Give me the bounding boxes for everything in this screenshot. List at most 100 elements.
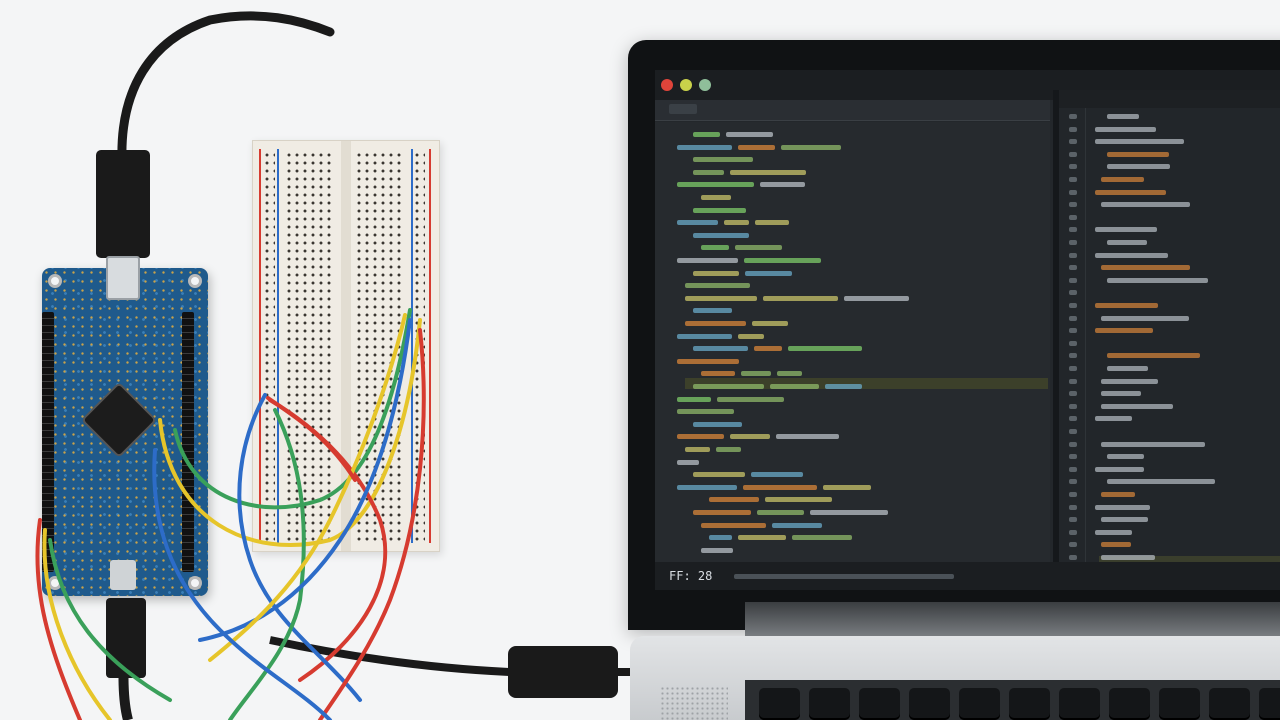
code-line-segment	[693, 421, 742, 427]
keyboard-key	[809, 688, 850, 720]
code-line-segment	[738, 333, 764, 339]
current-line-highlight	[685, 378, 1048, 389]
code-line-segment	[1101, 555, 1156, 560]
code-line-segment	[1101, 202, 1191, 208]
code-line-segment	[1101, 315, 1189, 321]
code-line-segment	[743, 258, 822, 263]
code-line-segment	[724, 220, 749, 226]
line-number	[1069, 227, 1077, 233]
code-line-segment	[754, 220, 790, 226]
line-number	[1069, 315, 1077, 321]
code-line-segment	[1101, 517, 1149, 523]
code-line-segment	[1107, 277, 1208, 283]
code-line-segment	[1107, 240, 1148, 245]
line-number	[1069, 139, 1077, 145]
line-number	[1069, 416, 1077, 422]
code-line-segment	[701, 245, 730, 251]
code-line-segment	[693, 346, 749, 352]
code-line-segment	[693, 232, 750, 238]
code-line-segment	[677, 396, 711, 402]
code-line-segment	[1095, 416, 1132, 422]
line-number	[1069, 328, 1077, 334]
code-line-segment	[738, 144, 776, 150]
editor-tab-strip	[655, 100, 1050, 121]
maximize-dot-icon[interactable]	[699, 79, 711, 91]
code-line-segment	[677, 358, 740, 364]
side-line-highlight	[1099, 556, 1280, 567]
keyboard-key	[1209, 688, 1250, 720]
code-line-segment	[693, 169, 724, 175]
code-line-segment	[754, 346, 782, 352]
minimize-dot-icon[interactable]	[680, 79, 692, 91]
line-number	[1069, 303, 1077, 308]
editor-tab[interactable]	[669, 104, 697, 114]
code-line-segment	[693, 308, 733, 314]
code-line-segment	[769, 384, 820, 389]
code-line-segment	[1101, 403, 1174, 409]
line-number-gutter	[1059, 108, 1086, 562]
code-line-segment	[787, 346, 862, 352]
status-bar: FF: 28	[655, 562, 1280, 590]
line-number	[1069, 403, 1077, 409]
line-number	[1069, 366, 1077, 371]
line-number	[1069, 391, 1077, 397]
code-line-segment	[1107, 353, 1201, 359]
keyboard-key	[1159, 688, 1200, 720]
line-number	[1069, 429, 1077, 434]
keyboard-key	[1109, 688, 1150, 720]
code-line-segment	[1101, 542, 1132, 548]
keyboard-key	[1259, 688, 1280, 720]
close-dot-icon[interactable]	[661, 79, 673, 91]
code-line-segment	[716, 396, 785, 402]
keyboard-key	[909, 688, 950, 720]
code-line-segment	[701, 522, 767, 528]
code-line-segment	[1101, 441, 1205, 447]
code-line-segment	[1101, 378, 1158, 384]
code-line-segment	[677, 459, 699, 465]
line-number	[1069, 517, 1077, 523]
code-line-segment	[1095, 227, 1158, 233]
code-line-segment	[693, 207, 746, 213]
code-line-segment	[685, 283, 750, 289]
line-number	[1069, 240, 1077, 245]
line-number	[1069, 479, 1077, 485]
code-editor-pane[interactable]	[655, 122, 1050, 562]
code-line-segment	[693, 384, 764, 389]
line-number	[1069, 504, 1077, 510]
code-line-segment	[1101, 391, 1141, 397]
usb-plug-laptop	[508, 646, 618, 698]
code-line-segment	[781, 144, 841, 150]
line-number	[1069, 252, 1077, 258]
line-number	[1069, 492, 1077, 497]
code-line-segment	[1107, 366, 1148, 371]
line-number	[1069, 151, 1077, 157]
code-line-segment	[685, 447, 710, 452]
code-line-segment	[1095, 529, 1133, 535]
code-line-segment	[1095, 303, 1158, 308]
code-line-segment	[715, 447, 741, 452]
code-line-segment	[677, 258, 738, 263]
code-line-segment	[751, 472, 804, 478]
code-line-segment	[745, 270, 793, 276]
code-line-segment	[825, 384, 862, 389]
code-line-segment	[725, 132, 773, 137]
code-line-segment	[701, 195, 732, 200]
code-line-segment	[1095, 466, 1145, 472]
line-number	[1069, 454, 1077, 460]
code-line-segment	[844, 295, 909, 301]
code-line-segment	[1101, 492, 1136, 497]
keyboard	[745, 680, 1280, 720]
line-number	[1069, 189, 1077, 195]
line-number	[1069, 114, 1077, 119]
code-line-segment	[685, 295, 757, 301]
code-line-segment	[709, 497, 759, 503]
code-line-segment	[809, 510, 888, 515]
line-number	[1069, 202, 1077, 208]
line-number	[1069, 177, 1077, 182]
secondary-editor-pane[interactable]	[1059, 90, 1280, 567]
keyboard-key	[959, 688, 1000, 720]
code-line-segment	[677, 220, 719, 226]
micro-usb-port	[110, 560, 136, 590]
pane-divider[interactable]	[1053, 90, 1059, 562]
